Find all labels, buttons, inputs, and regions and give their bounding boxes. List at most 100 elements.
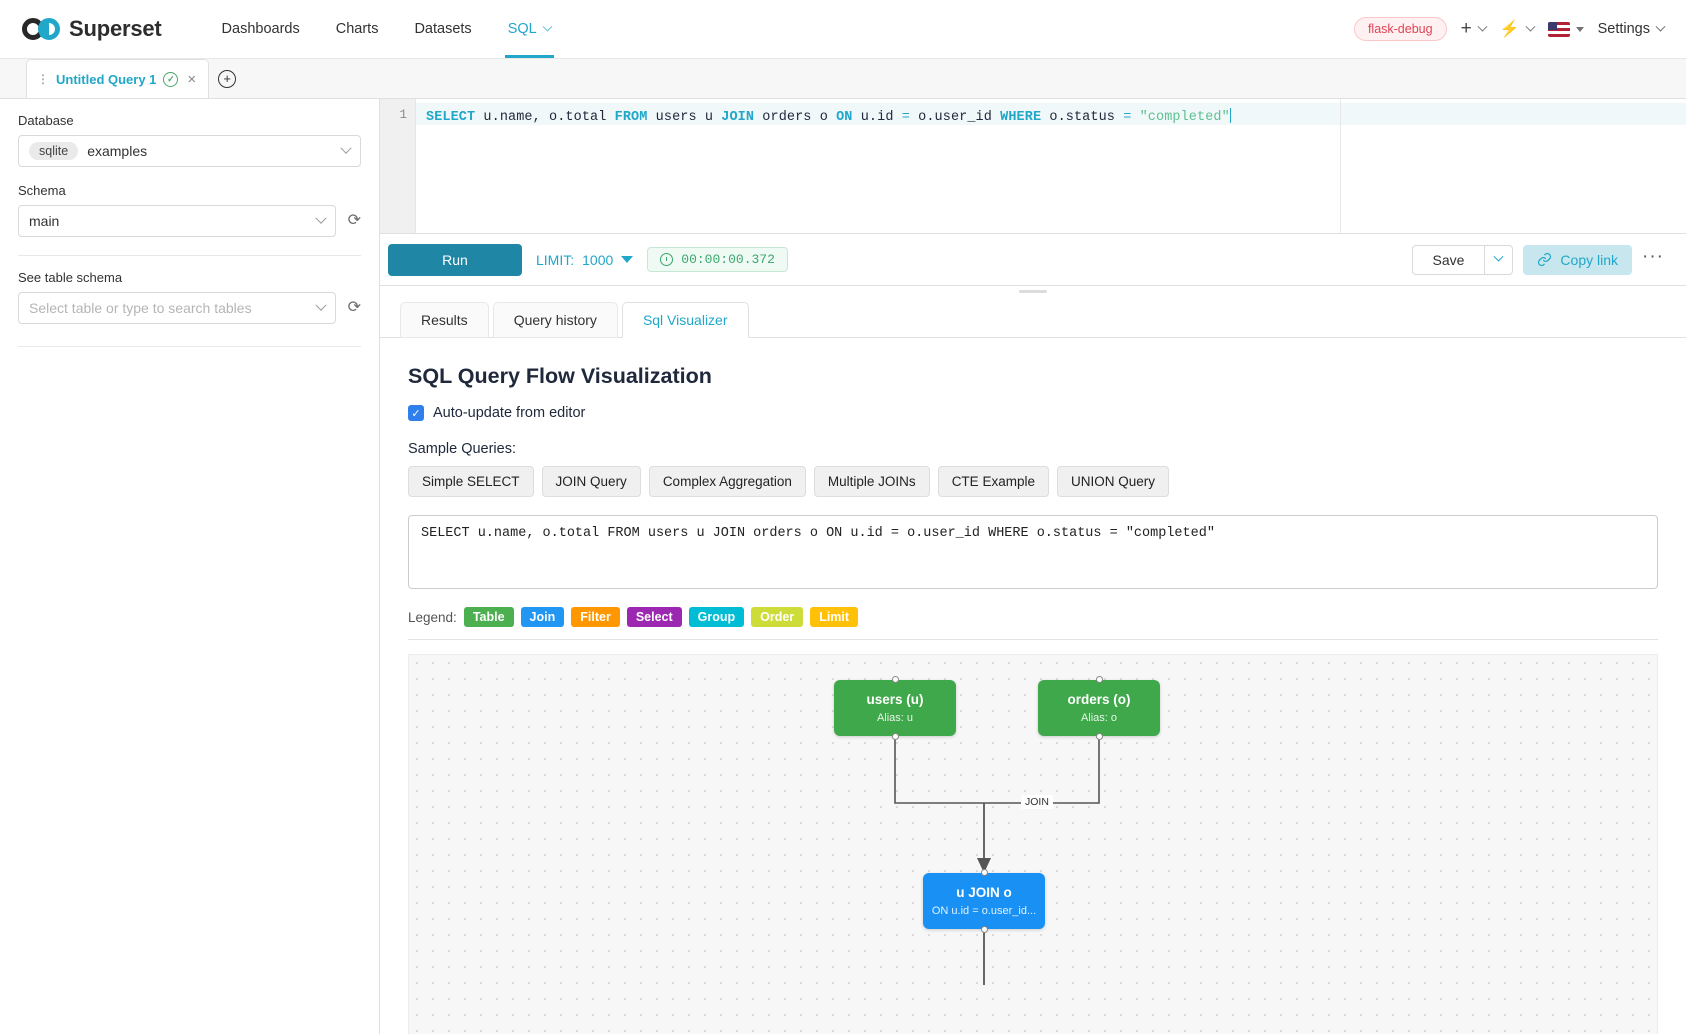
code-token: u.id [852,110,902,125]
tab-results[interactable]: Results [400,302,489,338]
refresh-tables-icon[interactable]: ⟳ [347,299,361,316]
database-select[interactable]: sqlite examples [18,135,361,167]
table-placeholder: Select table or type to search tables [29,300,252,316]
editor-code-line[interactable]: SELECT u.name, o.total FROM users u JOIN… [416,99,1231,233]
save-button[interactable]: Save [1411,244,1486,275]
nav-item-charts[interactable]: Charts [318,0,397,58]
new-item-button[interactable]: + [1461,18,1488,40]
table-select[interactable]: Select table or type to search tables [18,292,336,324]
chevron-down-icon [314,299,327,311]
database-engine-chip: sqlite [29,142,79,160]
sample-query-button-join-query[interactable]: JOIN Query [541,466,641,497]
sql-lab-body: Database sqlite examples Schema main ⟳ S… [0,99,1686,1034]
tab-query-history[interactable]: Query history [492,302,618,338]
brand-name: Superset [69,16,162,41]
close-icon[interactable]: × [187,70,197,88]
node-port-bottom[interactable] [980,926,988,933]
sql-editor[interactable]: 1 SELECT u.name, o.total FROM users u JO… [380,99,1686,233]
active-line-highlight [416,103,1686,125]
sample-query-button-cte-example[interactable]: CTE Example [937,466,1049,497]
schema-label: Schema [18,183,66,198]
settings-label: Settings [1597,21,1650,37]
code-token: u.name, o.total [475,110,615,125]
check-circle-icon: ✓ [163,71,179,87]
node-port-bottom[interactable] [1095,733,1103,740]
add-query-tab-button[interactable]: + [209,59,245,98]
chevron-down-icon [1477,21,1488,32]
save-dropdown-button[interactable] [1485,244,1514,275]
settings-menu[interactable]: Settings [1597,21,1666,37]
sample-query-button-union-query[interactable]: UNION Query [1056,466,1169,497]
nav-label-charts: Charts [335,21,379,37]
left-config-panel: Database sqlite examples Schema main ⟳ S… [0,99,380,1034]
limit-dropdown[interactable]: LIMIT: 1000 [536,252,634,268]
code-token [1131,110,1139,125]
node-port-top[interactable] [1095,676,1103,683]
panel-resize-handle[interactable] [380,286,1686,296]
code-token: "completed" [1139,110,1230,125]
code-token: = [901,110,910,125]
auto-update-label: Auto-update from editor [433,405,586,421]
editor-toolbar: Run LIMIT: 1000 00:00:00.372 Save [380,234,1686,286]
superset-logo[interactable]: Superset [22,16,162,42]
caret-down-icon [1575,26,1584,32]
legend-chip-table: Table [463,607,514,627]
query-tab-bar: ⋮ Untitled Query 1 ✓ × + [0,59,1686,99]
us-flag-icon [1547,21,1570,37]
more-options-icon[interactable]: ··· [1642,245,1664,267]
schema-select[interactable]: main [18,205,336,237]
clock-icon [660,253,674,266]
drag-handle-icon[interactable]: ⋮ [37,72,49,86]
legend-chip-limit: Limit [810,607,859,627]
save-button-group: Save [1411,244,1514,275]
language-selector[interactable] [1547,21,1584,37]
nav-item-sql[interactable]: SQL [490,0,569,58]
copy-link-button[interactable]: Copy link [1523,244,1633,275]
edge-label-join: JOIN [1021,795,1053,809]
tab-sql-visualizer-label: Sql Visualizer [642,312,728,328]
node-port-bottom[interactable] [891,733,899,740]
chevron-down-icon [1525,21,1536,32]
main-nav-links: Dashboards Charts Datasets SQL [204,0,569,58]
table-schema-label: See table schema [18,270,123,285]
chevron-down-icon [340,142,352,154]
tab-query-history-label: Query history [513,312,597,328]
code-token: ON [836,110,853,125]
line-number: 1 [399,108,407,122]
schema-row: main ⟳ [18,205,361,237]
caret-down-icon [621,256,634,263]
result-tab-bar: Results Query history Sql Visualizer [380,296,1686,338]
legend-chip-order: Order [751,607,804,627]
editor-vertical-divider [1340,99,1341,233]
sql-input-textarea[interactable] [408,515,1658,589]
node-port-top[interactable] [980,869,988,876]
nav-item-dashboards[interactable]: Dashboards [204,0,318,58]
query-flow-canvas[interactable]: users (u)Alias: u orders (o)Alias: o u JOI… [408,654,1658,1034]
flow-node-users[interactable]: users (u)Alias: u [834,676,956,740]
refresh-schema-icon[interactable]: ⟳ [347,212,361,229]
legend-label: Legend: [408,609,457,625]
sample-query-button-simple-select[interactable]: Simple SELECT [408,466,534,497]
tab-sql-visualizer[interactable]: Sql Visualizer [621,302,749,338]
auto-update-checkbox[interactable]: ✓ [408,405,424,421]
flow-node-orders[interactable]: orders (o)Alias: o [1038,676,1160,740]
sample-query-button-complex-aggregation[interactable]: Complex Aggregation [648,466,806,497]
schema-value: main [29,213,60,229]
sample-query-button-multiple-joins[interactable]: Multiple JOINs [813,466,930,497]
node-port-top[interactable] [891,676,899,683]
node-subtitle: Alias: u [876,712,914,724]
page-title: SQL Query Flow Visualization [408,364,712,388]
bolt-menu-button[interactable]: ⚡ [1500,19,1536,39]
run-button[interactable]: Run [388,243,522,276]
plus-circle-icon: + [218,69,237,88]
nav-item-datasets[interactable]: Datasets [396,0,489,58]
chevron-down-icon [314,212,327,224]
timer-value: 00:00:00.372 [681,252,775,267]
code-token: WHERE [1000,110,1042,125]
top-navigation-bar: Superset Dashboards Charts Datasets SQL … [0,0,1686,59]
sql-visualizer-panel: SQL Query Flow Visualization ✓ Auto-upda… [380,338,1686,1034]
nav-label-sql: SQL [507,21,537,37]
query-tab-untitled-query-1[interactable]: ⋮ Untitled Query 1 ✓ × [26,59,210,98]
